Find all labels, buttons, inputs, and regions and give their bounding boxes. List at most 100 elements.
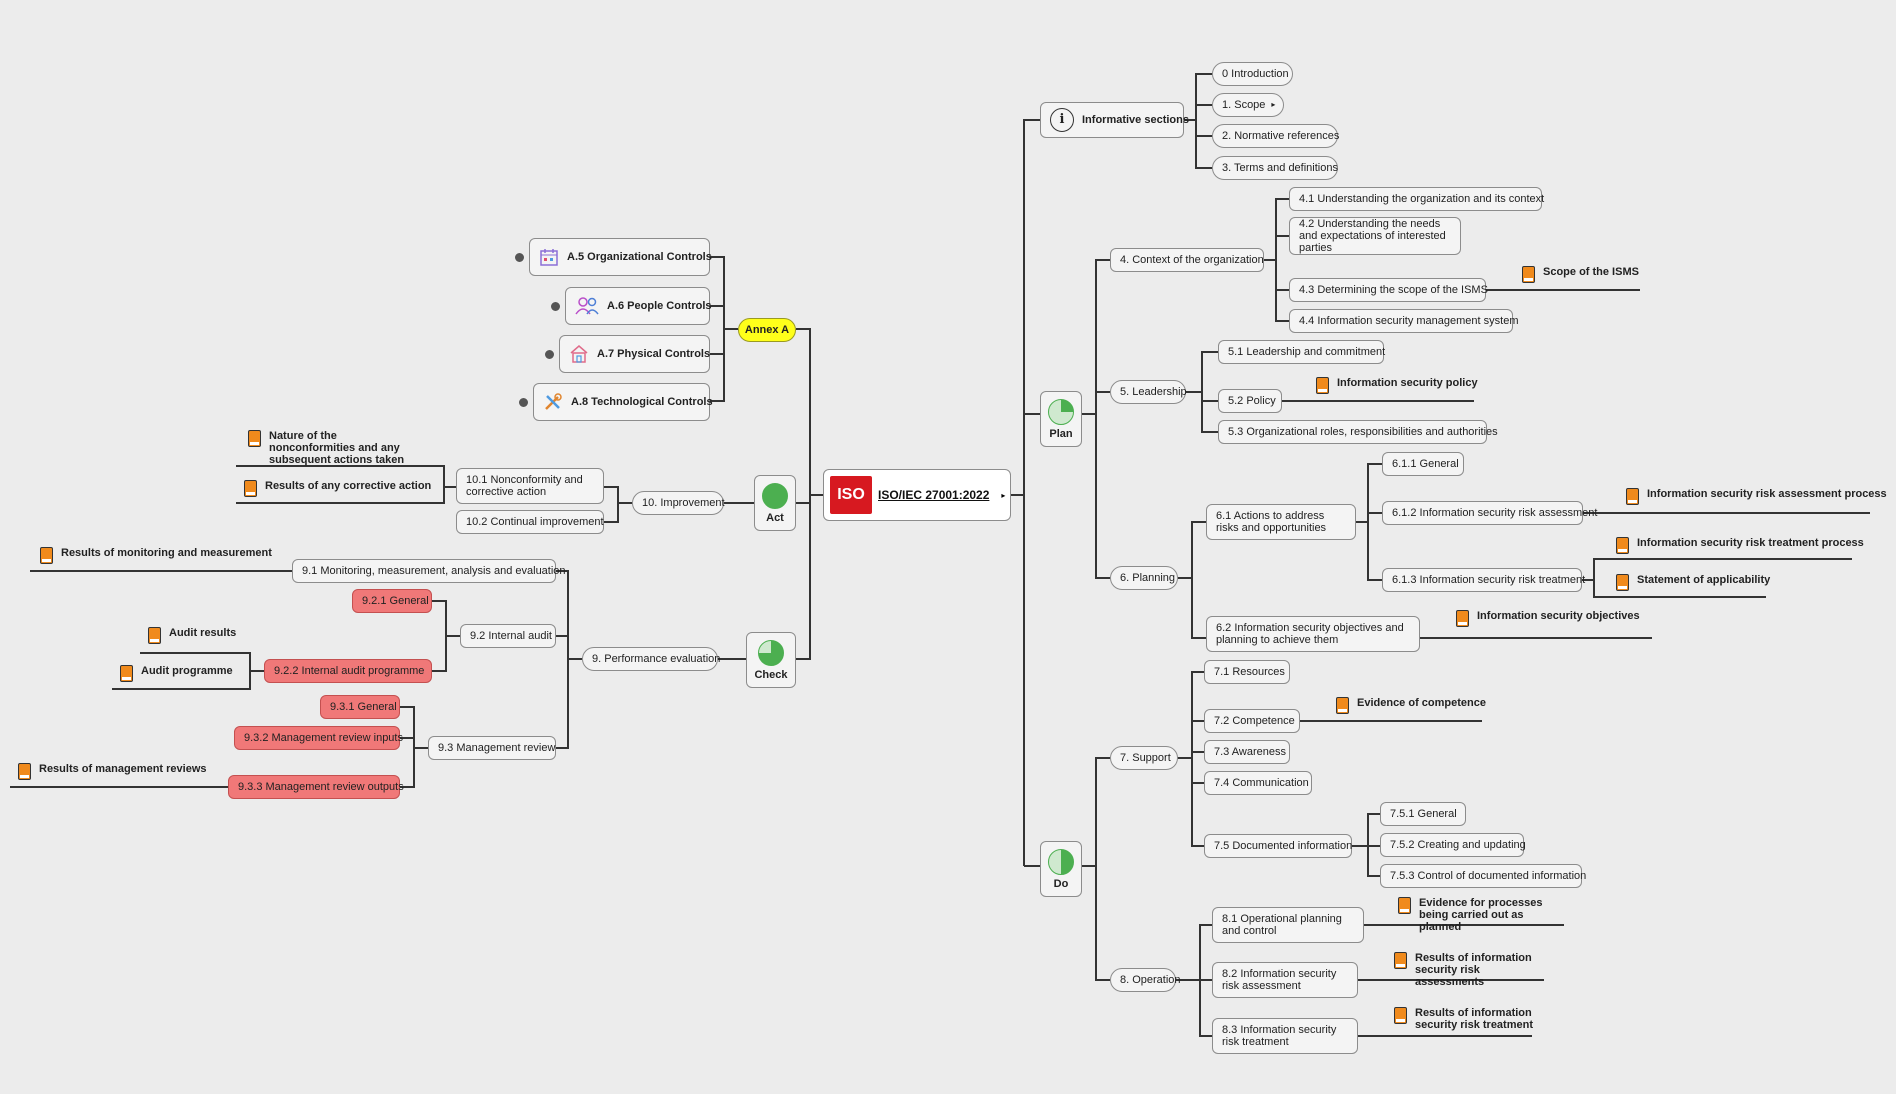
node-annex-a[interactable]: Annex A	[738, 318, 796, 342]
phase-plan[interactable]: Plan	[1040, 391, 1082, 447]
doc-risk-treatment-process[interactable]: Information security risk treatment proc…	[1616, 537, 1864, 554]
node-10-1[interactable]: 10.1 Nonconformity and corrective action	[456, 468, 604, 504]
collapse-handle[interactable]	[543, 348, 556, 361]
node-9-3-1[interactable]: 9.3.1 General	[320, 695, 400, 719]
node-6-2[interactable]: 6.2 Information security objectives and …	[1206, 616, 1420, 652]
node-9-3-3[interactable]: 9.3.3 Management review outputs	[228, 775, 404, 799]
annex-a6-label: A.6 People Controls	[607, 300, 712, 312]
node-planning[interactable]: 6. Planning	[1110, 566, 1178, 590]
phase-do[interactable]: Do	[1040, 841, 1082, 897]
doc-management-review-results[interactable]: Results of management reviews	[18, 763, 207, 780]
node-7-5-1[interactable]: 7.5.1 General	[1380, 802, 1466, 826]
book-icon	[120, 665, 133, 682]
node-8-3[interactable]: 8.3 Information security risk treatment	[1212, 1018, 1358, 1054]
node-7-4[interactable]: 7.4 Communication	[1204, 771, 1312, 795]
node-annex-a8[interactable]: A.8 Technological Controls	[533, 383, 713, 421]
doc-evidence-competence[interactable]: Evidence of competence	[1336, 697, 1486, 714]
doc-risk-assessment-process[interactable]: Information security risk assessment pro…	[1626, 488, 1887, 505]
node-10-2[interactable]: 10.2 Continual improvement	[456, 510, 604, 534]
node-6-1-2[interactable]: 6.1.2 Information security risk assessme…	[1382, 501, 1597, 525]
calendar-icon	[539, 247, 559, 267]
node-6-1-1[interactable]: 6.1.1 General	[1382, 452, 1464, 476]
doc-nature-nonconformities[interactable]: Nature of the nonconformities and any su…	[248, 430, 424, 466]
root-title[interactable]: ISO/IEC 27001:2022	[878, 488, 990, 502]
node-leadership[interactable]: 5. Leadership	[1110, 380, 1187, 404]
node-4-4[interactable]: 4.4 Information security management syst…	[1289, 309, 1518, 333]
node-8-1[interactable]: 8.1 Operational planning and control	[1212, 907, 1364, 943]
doc-corrective-action-results[interactable]: Results of any corrective action	[244, 480, 431, 497]
node-5-1[interactable]: 5.1 Leadership and commitment	[1218, 340, 1385, 364]
pie-three-quarter-icon	[758, 639, 784, 666]
info-icon: i	[1050, 108, 1074, 132]
node-5-2[interactable]: 5.2 Policy	[1218, 389, 1282, 413]
node-normative-references[interactable]: 2. Normative references	[1212, 124, 1339, 148]
node-9-2-1[interactable]: 9.2.1 General	[352, 589, 432, 613]
doc-label: Results of management reviews	[39, 763, 207, 775]
node-9-2-2[interactable]: 9.2.2 Internal audit programme	[264, 659, 432, 683]
doc-audit-results[interactable]: Audit results	[148, 627, 236, 644]
doc-security-policy[interactable]: Information security policy	[1316, 377, 1478, 394]
book-icon	[1626, 488, 1639, 505]
doc-label: Results of any corrective action	[265, 480, 432, 492]
node-terms-definitions[interactable]: 3. Terms and definitions	[1212, 156, 1338, 180]
book-icon	[248, 430, 261, 447]
collapse-handle[interactable]	[513, 251, 526, 264]
node-performance-evaluation[interactable]: 9. Performance evaluation	[582, 647, 720, 671]
node-9-2[interactable]: 9.2 Internal audit	[460, 624, 556, 648]
node-4-2[interactable]: 4.2 Understanding the needs and expectat…	[1289, 217, 1461, 255]
book-icon	[18, 763, 31, 780]
node-8-2[interactable]: 8.2 Information security risk assessment	[1212, 962, 1358, 998]
node-7-5-3[interactable]: 7.5.3 Control of documented information	[1380, 864, 1586, 888]
node-operation[interactable]: 8. Operation	[1110, 968, 1181, 992]
node-7-3[interactable]: 7.3 Awareness	[1204, 740, 1290, 764]
node-6-1[interactable]: 6.1 Actions to address risks and opportu…	[1206, 504, 1356, 540]
book-icon	[1336, 697, 1349, 714]
node-7-2[interactable]: 7.2 Competence	[1204, 709, 1300, 733]
doc-label: Results of monitoring and measurement	[61, 547, 272, 559]
node-annex-a5[interactable]: A.5 Organizational Controls	[529, 238, 712, 276]
book-icon	[1616, 537, 1629, 554]
informative-sections[interactable]: i Informative sections	[1040, 102, 1189, 138]
book-icon	[1522, 266, 1535, 283]
doc-risk-assessment-results[interactable]: Results of information security risk ass…	[1394, 952, 1544, 988]
node-improvement[interactable]: 10. Improvement	[632, 491, 725, 515]
node-annex-a7[interactable]: A.7 Physical Controls	[559, 335, 710, 373]
doc-label: Results of information security risk tre…	[1415, 1007, 1533, 1031]
doc-risk-treatment-results[interactable]: Results of information security risk tre…	[1394, 1007, 1544, 1031]
book-icon	[1394, 1007, 1407, 1024]
node-9-3[interactable]: 9.3 Management review	[428, 736, 556, 760]
phase-act[interactable]: Act	[754, 475, 796, 531]
doc-label: Information security objectives	[1477, 610, 1640, 622]
doc-statement-applicability[interactable]: Statement of applicability	[1616, 574, 1770, 591]
book-icon	[1616, 574, 1629, 591]
node-7-5[interactable]: 7.5 Documented information	[1204, 834, 1352, 858]
phase-check[interactable]: Check	[746, 632, 796, 688]
doc-label: Information security policy	[1337, 377, 1478, 389]
node-5-3[interactable]: 5.3 Organizational roles, responsibiliti…	[1218, 420, 1498, 444]
node-4-3[interactable]: 4.3 Determining the scope of the ISMS	[1289, 278, 1488, 302]
doc-monitoring-results[interactable]: Results of monitoring and measurement	[40, 547, 272, 564]
root-node[interactable]: ISO ISO/IEC 27001:2022 ▸	[823, 469, 1011, 521]
doc-label: Audit programme	[141, 665, 233, 677]
people-icon	[575, 296, 599, 316]
node-4-1[interactable]: 4.1 Understanding the organization and i…	[1289, 187, 1544, 211]
collapse-handle[interactable]	[517, 396, 530, 409]
node-context[interactable]: 4. Context of the organization	[1110, 248, 1264, 272]
node-scope[interactable]: 1. Scope▸	[1212, 93, 1284, 117]
doc-label: Information security risk treatment proc…	[1637, 537, 1864, 549]
node-7-1[interactable]: 7.1 Resources	[1204, 660, 1290, 684]
node-9-3-2[interactable]: 9.3.2 Management review inputs	[234, 726, 403, 750]
doc-label: Audit results	[169, 627, 237, 639]
node-introduction[interactable]: 0 Introduction	[1212, 62, 1293, 86]
node-7-5-2[interactable]: 7.5.2 Creating and updating	[1380, 833, 1526, 857]
node-6-1-3[interactable]: 6.1.3 Information security risk treatmen…	[1382, 568, 1585, 592]
doc-security-objectives[interactable]: Information security objectives	[1456, 610, 1640, 627]
book-icon	[244, 480, 257, 497]
node-support[interactable]: 7. Support	[1110, 746, 1178, 770]
doc-scope-isms[interactable]: Scope of the ISMS	[1522, 266, 1639, 283]
collapse-handle[interactable]	[549, 300, 562, 313]
doc-audit-programme[interactable]: Audit programme	[120, 665, 233, 682]
node-annex-a6[interactable]: A.6 People Controls	[565, 287, 712, 325]
node-9-1[interactable]: 9.1 Monitoring, measurement, analysis an…	[292, 559, 566, 583]
doc-evidence-processes[interactable]: Evidence for processes being carried out…	[1398, 897, 1548, 933]
